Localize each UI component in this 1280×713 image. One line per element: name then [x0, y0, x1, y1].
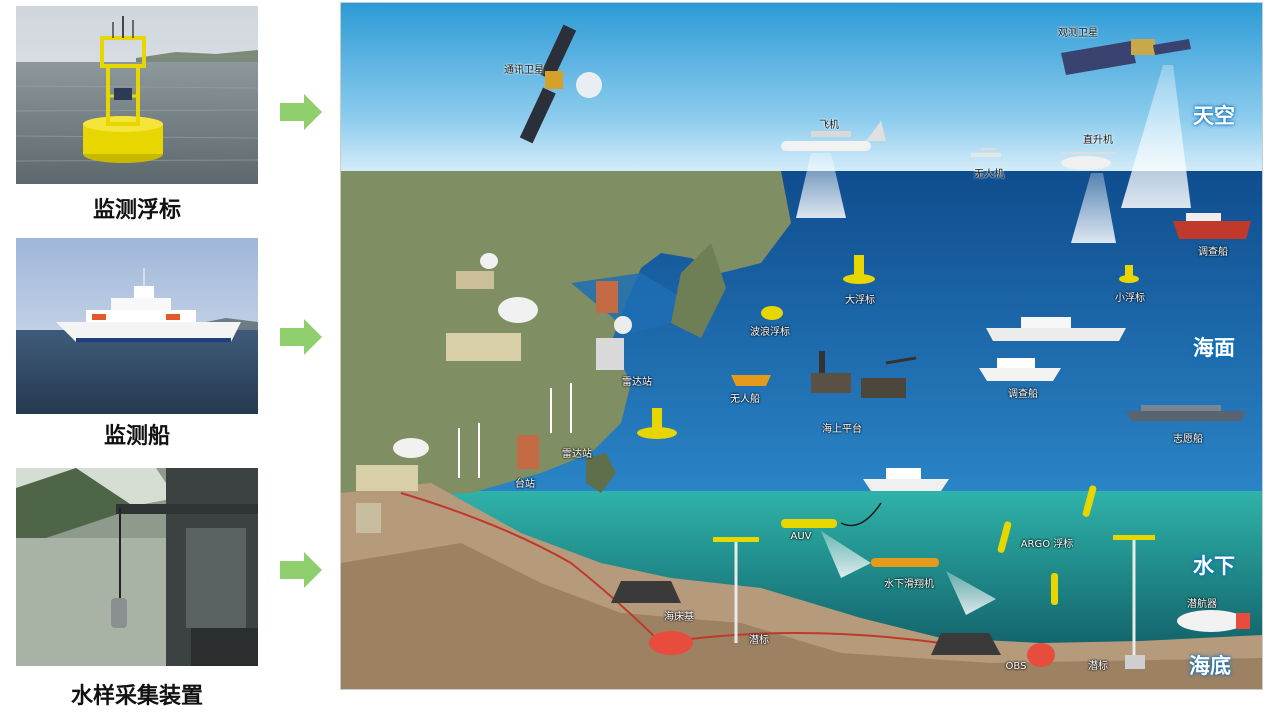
diagram-background [341, 3, 1262, 689]
yellow-buoy-photo-icon [16, 6, 258, 184]
surface-ship-icon [863, 468, 949, 491]
subsurface-mooring-icon [713, 535, 1155, 669]
label-unmanned-boat: 无人船 [730, 394, 760, 405]
helicopter-icon [1061, 152, 1116, 170]
label-small-buoy: 小浮标 [1115, 293, 1145, 304]
platform-buoy-icon [637, 408, 677, 439]
label-comm-satellite: 通讯卫星 [504, 65, 544, 76]
volunteer-ship-icon [1126, 405, 1246, 421]
auv-icon [781, 502, 882, 528]
label-auv: AUV [790, 531, 812, 542]
layer-sky-title: 天空 [1193, 104, 1235, 128]
large-buoy-icon [843, 255, 875, 284]
buoy-caption: 监测浮标 [92, 198, 181, 223]
buoy-photo [16, 6, 258, 184]
label-glider: 水下滑翔机 [884, 579, 934, 590]
label-station: 台站 [515, 479, 535, 490]
label-seabed-base: 海床基 [664, 612, 694, 623]
arrow-right-icon [280, 552, 322, 588]
wind-turbines-icon [458, 383, 572, 478]
label-survey-ship-right: 调查船 [1198, 247, 1228, 258]
observation-satellite-icon [1061, 39, 1191, 75]
underwater-glider-icon [871, 558, 939, 567]
survey-ship-mid-icon [986, 317, 1126, 341]
airplane-icon [781, 121, 886, 151]
label-radar-station-top: 雷达站 [622, 377, 652, 388]
label-large-buoy: 大浮标 [845, 295, 875, 306]
offshore-platform-icon [811, 351, 917, 398]
ocean-monitoring-diagram: 通讯卫星 观测卫星 飞机 直升机 无人机 调查船 大浮标 小浮标 波浪浮标 调查… [340, 2, 1263, 690]
ship-caption: 监测船 [103, 424, 170, 449]
label-obs-satellite: 观测卫星 [1058, 28, 1098, 39]
label-helicopter: 直升机 [1083, 135, 1113, 146]
sampler-photo [16, 468, 258, 666]
argo-float-icon [997, 485, 1097, 605]
label-drone: 无人机 [974, 169, 1004, 180]
submersible-icon [1177, 610, 1250, 632]
obs-icon [1027, 643, 1055, 667]
label-obs: OBS [1005, 661, 1027, 672]
seabed-base-icon [611, 581, 1001, 655]
unmanned-boat-icon [731, 375, 771, 386]
label-submersible: 潜航器 [1187, 599, 1217, 610]
ground-station-icon [446, 281, 632, 370]
layer-surface-title: 海面 [1193, 336, 1235, 360]
ship-photo [16, 238, 258, 414]
layer-seabed-title: 海底 [1189, 654, 1231, 678]
survey-ship-right-icon [1173, 213, 1251, 239]
arrow-right-icon [280, 319, 322, 355]
label-airplane: 飞机 [819, 120, 839, 131]
wave-buoy-icon [761, 306, 783, 320]
small-buoy-icon [1119, 265, 1139, 283]
radar-station-bottom-icon [356, 435, 539, 533]
label-wave-buoy: 波浪浮标 [750, 327, 790, 338]
label-volunteer-ship: 志愿船 [1173, 434, 1203, 445]
label-subsurface-buoy-left: 潜标 [749, 635, 769, 646]
drone-icon [971, 148, 1001, 157]
label-argo: ARGO 浮标 [1020, 539, 1074, 550]
label-offshore-platform: 海上平台 [822, 424, 862, 435]
sampler-caption: 水样采集装置 [70, 684, 203, 709]
white-yacht-icon [979, 358, 1061, 381]
communication-satellite-icon [519, 24, 602, 144]
label-subsurface-buoy-right: 潜标 [1088, 661, 1108, 672]
arrow-right-icon [280, 94, 322, 130]
water-sampler-photo-icon [16, 468, 258, 666]
white-ship-photo-icon [16, 238, 258, 414]
layer-underwater-title: 水下 [1193, 554, 1235, 578]
label-radar-station-bottom: 雷达站 [562, 449, 592, 460]
label-survey-ship-mid: 调查船 [1008, 389, 1038, 400]
radar-dish-icon [456, 253, 498, 289]
